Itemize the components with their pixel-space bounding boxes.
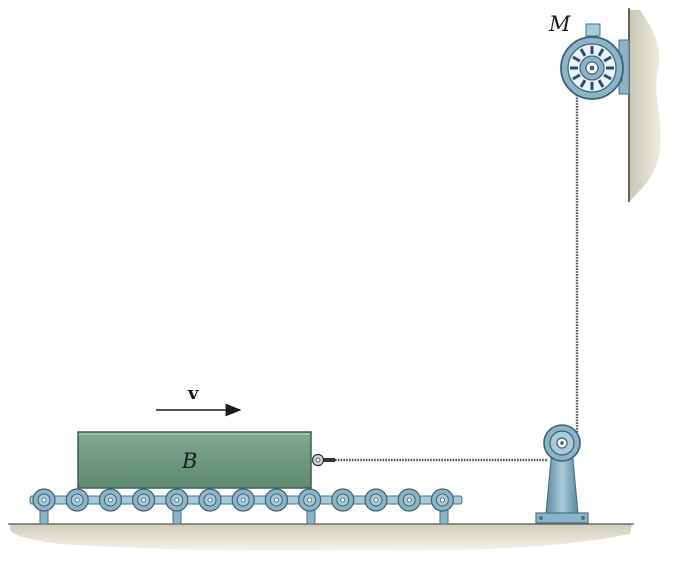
roller-axle [108,497,113,503]
roller-axle [240,497,246,503]
roller-axle [41,497,47,503]
ground [10,524,632,551]
roller-axle [207,497,213,503]
block-b [77,431,312,489]
roller-axle [174,497,180,503]
wall [629,10,661,202]
roller-axle [74,497,80,503]
roller-axle [373,497,379,503]
roller-axle [307,497,313,503]
motor-label: M [549,12,571,36]
cable-hook [311,453,335,467]
motor-fins [570,46,614,90]
motor-fin [597,79,605,88]
roller-axle [439,497,445,503]
motor-fin [597,48,605,57]
roller-axle [141,497,147,503]
motor-fin [603,55,612,63]
block-label: B [182,449,198,473]
motor-fin [579,79,587,88]
motor-fin [572,55,581,63]
motor-m [560,36,624,100]
pulley-stand [535,449,589,524]
motor-fin [603,73,612,81]
lower-pulley [543,424,581,462]
roller-axle [273,497,279,503]
roller-axle [340,497,346,503]
motor-fin [579,48,587,57]
motor-fin [572,73,581,81]
velocity-label: v [188,383,199,404]
roller-axle [406,497,412,503]
conveyor-rollers [32,488,454,512]
